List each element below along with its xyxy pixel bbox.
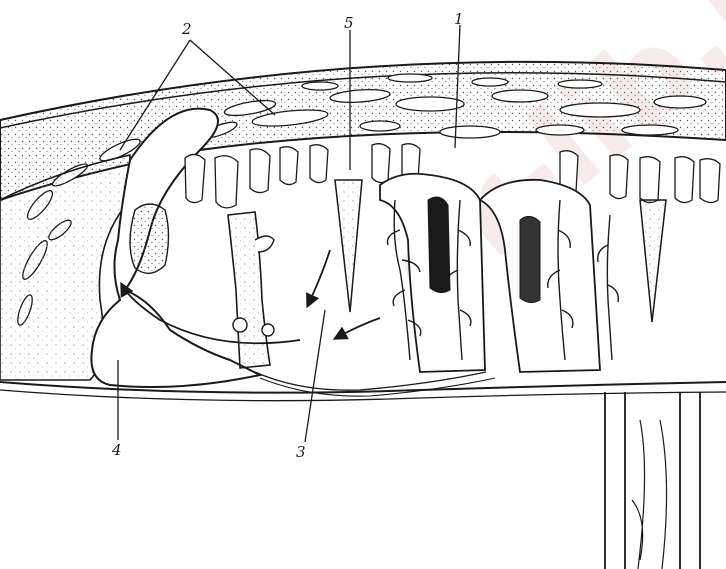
trunk-fibers (632, 420, 667, 569)
stalk-branch (255, 236, 274, 252)
stalk-node (262, 324, 274, 336)
label-4: 4 (112, 443, 122, 458)
label-2: 2 (182, 22, 192, 37)
inner-vessel-right (520, 216, 540, 302)
label-5: 5 (344, 16, 354, 31)
central-stalk (228, 212, 270, 368)
label-1: 1 (454, 12, 464, 27)
stalk-node (233, 318, 247, 332)
descending-trunk (605, 392, 700, 569)
label-3: 3 (296, 445, 306, 460)
cavity-body (130, 204, 169, 273)
